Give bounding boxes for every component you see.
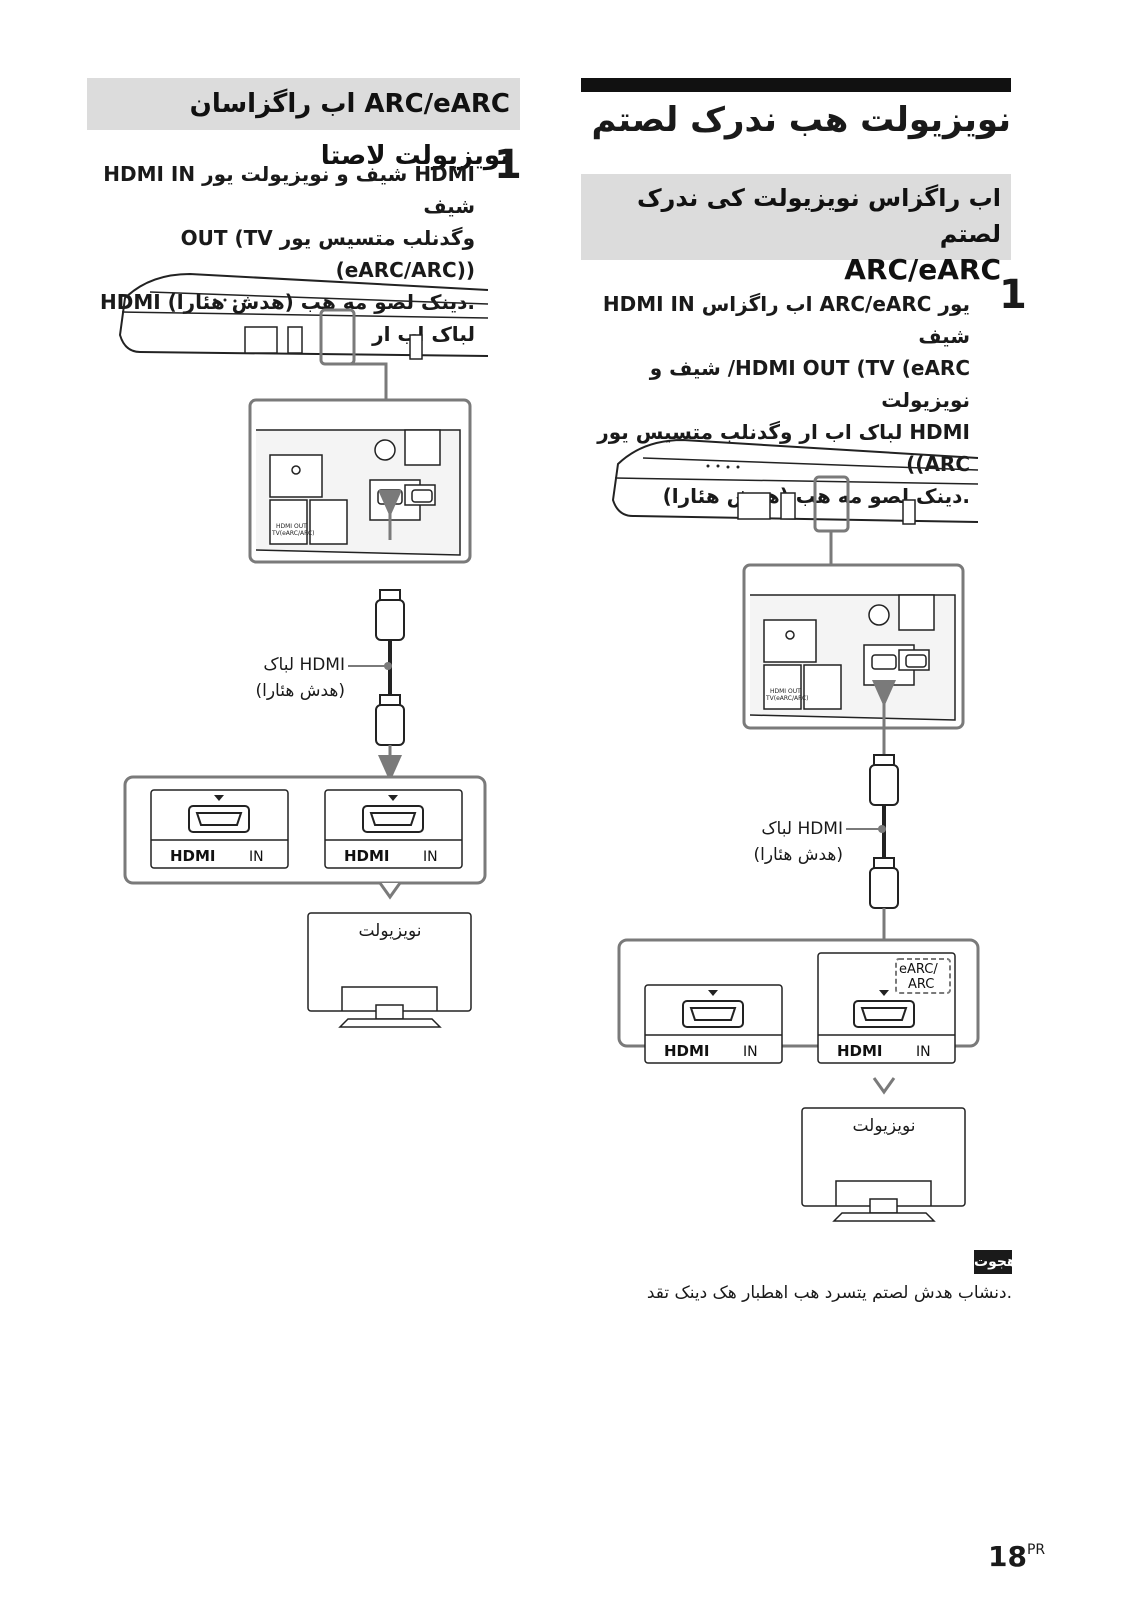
hdmi-plug-bottom-right <box>869 857 899 909</box>
cable-name: HDMI لباک <box>761 819 843 839</box>
step-line: یور ARC/eARC اب راگزاس HDMI IN شیف <box>602 292 970 348</box>
soundbar-right <box>611 438 979 525</box>
hdmi-logo: HDMI <box>837 1042 883 1060</box>
hdmi-plug-top-right <box>869 754 899 806</box>
port-in-label: IN <box>423 849 438 865</box>
page-number-value: 18 <box>988 1540 1027 1573</box>
tv-label-right: نویزیولت <box>852 1116 916 1136</box>
page-title: نویزیولت هب ندرک لصتم <box>591 100 1011 140</box>
port-in-label: IN <box>743 1044 758 1060</box>
zoom-callout <box>319 308 356 366</box>
step-line: HDMI لباک اب ار وگدنلب متسیس یور ARC)) <box>597 420 970 476</box>
hdmi-out-sublabel: TV(eARC/ARC) <box>271 530 315 537</box>
hdmi-logo: HDMI <box>170 847 216 865</box>
soundbar-panel-closeup-left: HDMI OUT TV(eARC/ARC) <box>248 398 472 564</box>
soundbar-left <box>118 272 489 360</box>
tv-label-left: نویزیولت <box>358 921 422 941</box>
port-in-label: IN <box>916 1044 931 1060</box>
note-text: .دنشاب هدش لصتم یتسرد هب اهطبار هک دینک … <box>646 1283 1012 1303</box>
port-in-label: IN <box>249 849 264 865</box>
hdmi-plug-top-left <box>375 589 405 641</box>
cable-name: HDMI لباک <box>263 655 345 675</box>
step-instructions: HDMI شیف و نویزیولت یور HDMI IN شیف وگدن… <box>90 158 475 350</box>
step-number: 1 <box>999 272 1027 318</box>
hdmi-out-label: HDMI OUT <box>276 523 307 530</box>
note-badge: هجوت <box>974 1250 1017 1274</box>
hdmi-plug-bottom-left <box>375 694 405 746</box>
page-language-code: PR <box>1026 1542 1046 1558</box>
zoom-callout <box>813 475 850 533</box>
section-heading-arc-earc: اب راگزاس نویزیولت کی ندرک لصتم ARC/eARC <box>581 174 1011 286</box>
hdmi-logo: HDMI <box>664 1042 710 1060</box>
hdmi-out-label: HDMI OUT <box>770 688 801 695</box>
arc-tag: ARC <box>908 977 934 992</box>
cable-supplied: (هدش هئارا) <box>255 681 345 701</box>
hdmi-logo: HDMI <box>344 847 390 865</box>
earc-tag: eARC/ <box>899 962 938 977</box>
page-number: 18PR <box>988 1540 1045 1573</box>
section-heading-non-arc: ARC/eARC اب راگزاسان نویزیولت لاصتا <box>87 78 520 171</box>
tv-ports-box-right: eARC/ ARC HDMI IN HDMI IN <box>617 938 980 1095</box>
cable-label-right: HDMI لباک (هدش هئارا) <box>700 816 843 868</box>
step-line: وگدنلب متسیس یور OUT (TV (eARC/ARC)) <box>180 226 475 282</box>
step-line: .دینک لصو مه هب (هدش هئارا) HDMI لباک اب… <box>100 290 475 346</box>
soundbar-panel-closeup-right: HDMI OUT TV(eARC/ARC) <box>742 563 965 730</box>
section-heading-line2: ARC/eARC <box>844 253 1001 286</box>
step-line: HDMI OUT (TV (eARC/ شیف و نویزیولت <box>649 356 970 412</box>
section-heading-line1: اب راگزاس نویزیولت کی ندرک لصتم <box>636 184 1001 248</box>
cable-supplied: (هدش هئارا) <box>753 845 843 865</box>
tv-illustration-right <box>801 1107 966 1222</box>
cable-label-left: HDMI لباک (هدش هئارا) <box>200 652 345 704</box>
tv-illustration-left <box>307 912 472 1028</box>
title-rule <box>581 78 1011 92</box>
hdmi-out-sublabel: TV(eARC/ARC) <box>765 695 809 702</box>
tv-ports-box-left: HDMI IN HDMI IN <box>123 775 487 900</box>
step-number: 1 <box>494 142 522 188</box>
step-line: HDMI شیف و نویزیولت یور HDMI IN شیف <box>103 162 475 218</box>
